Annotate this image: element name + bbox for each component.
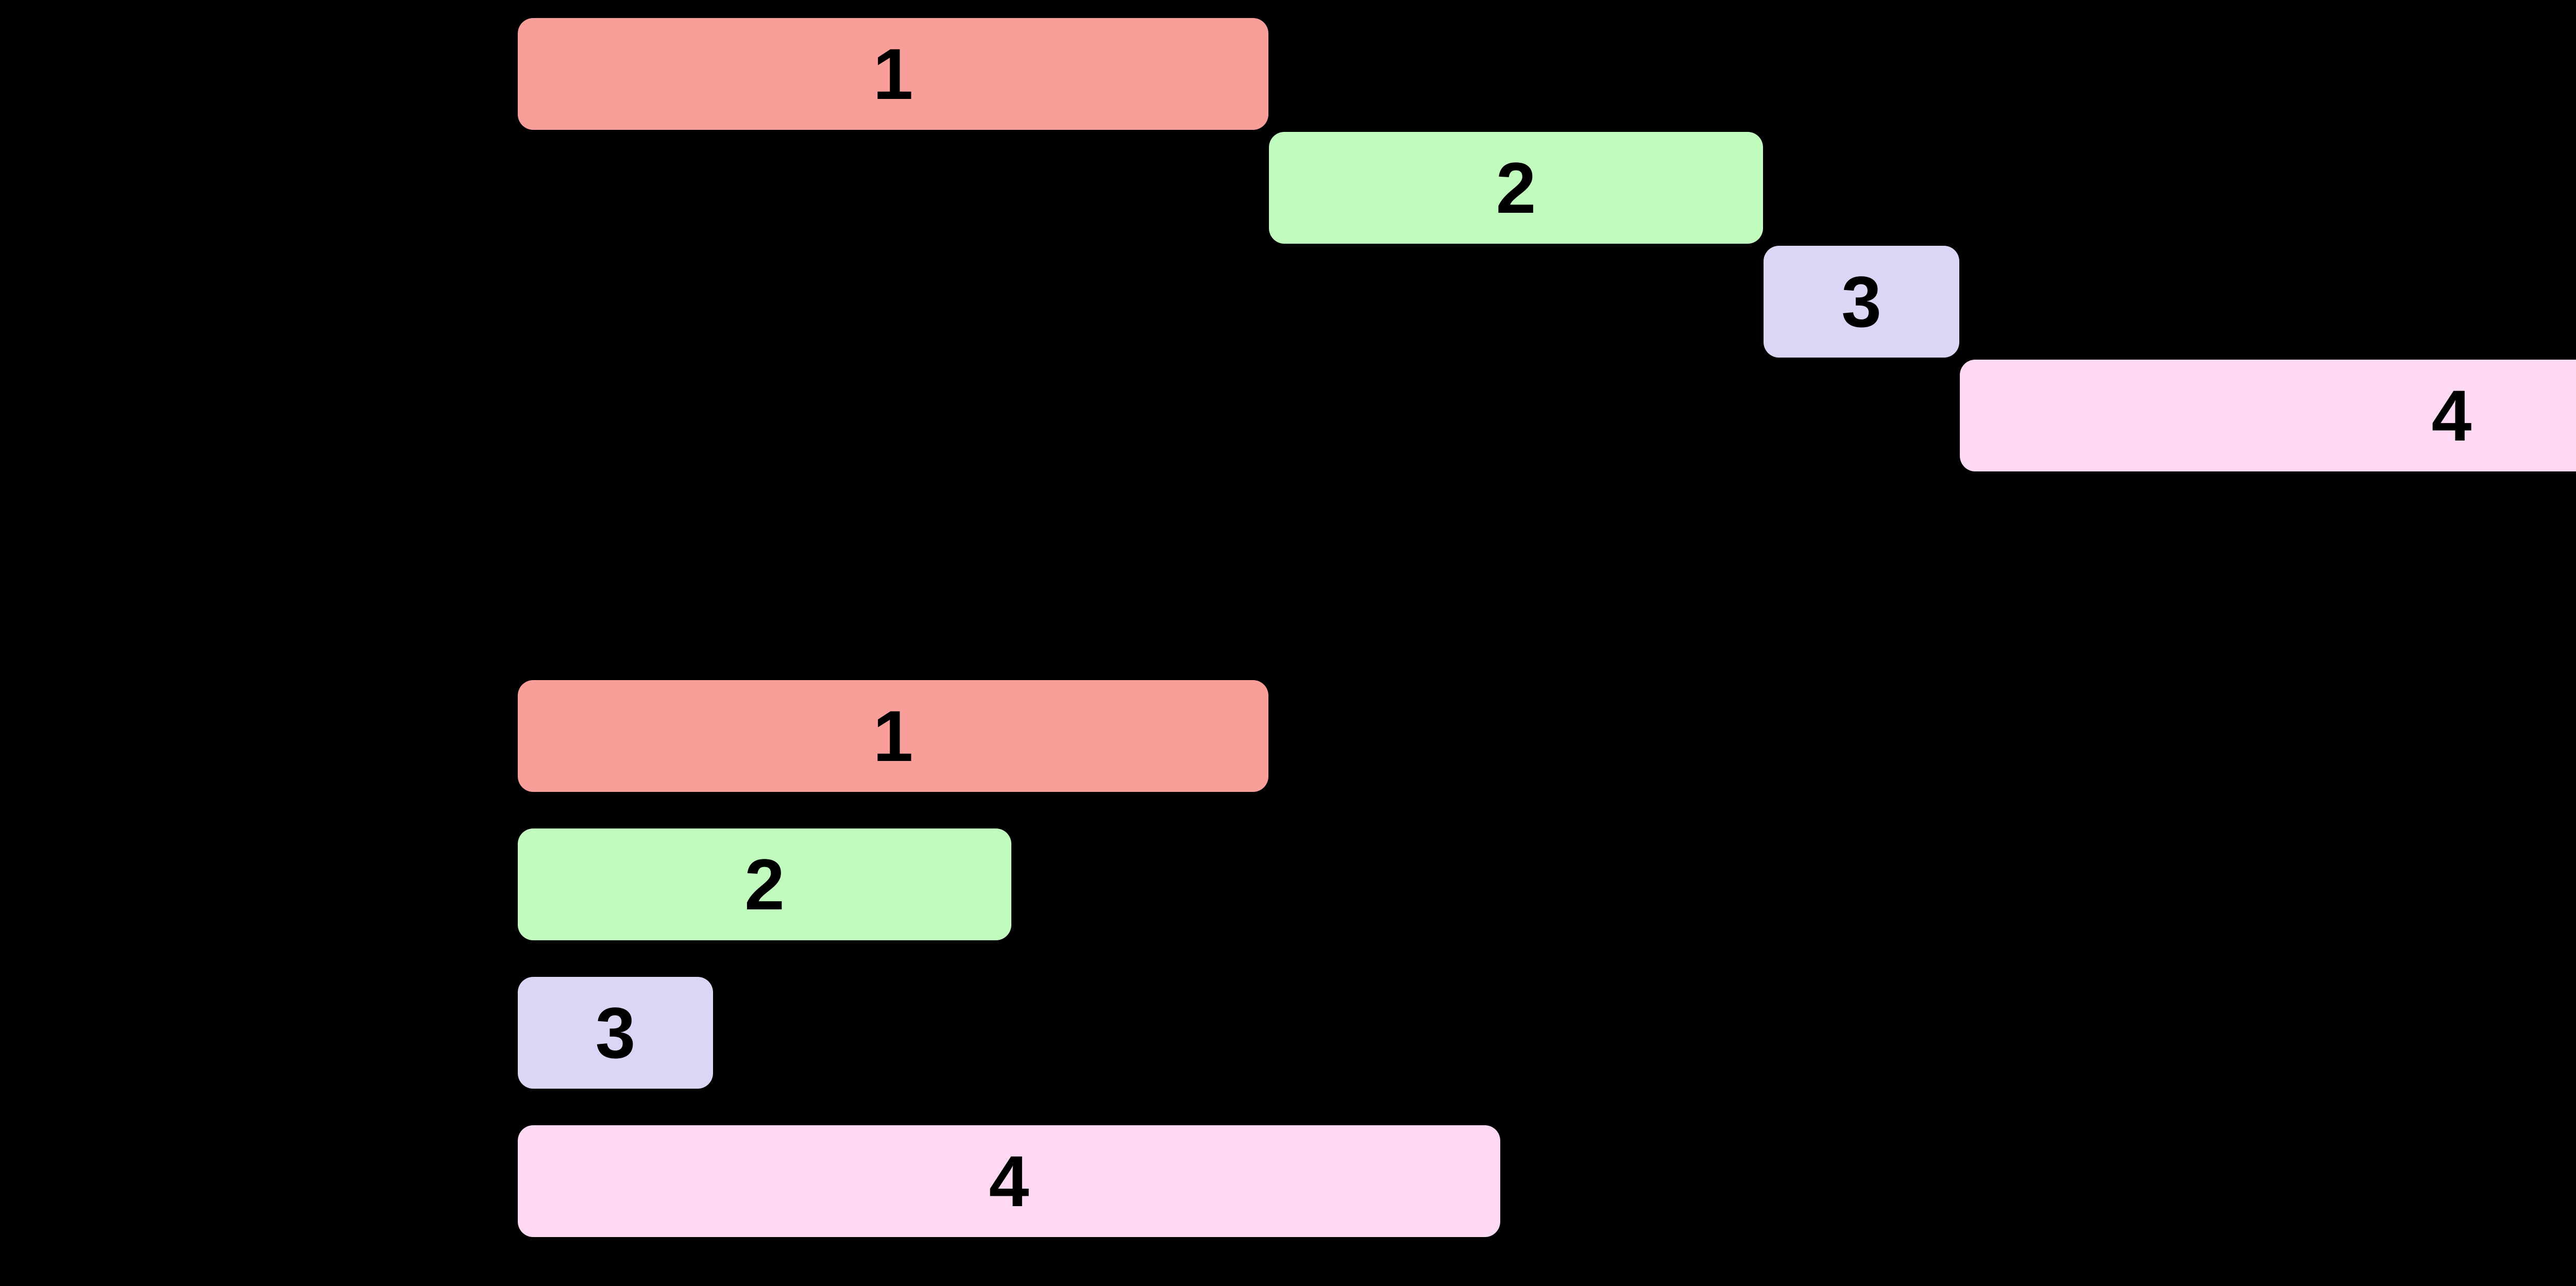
task-bar-parallel-aligned-1: 1 [518, 680, 1268, 792]
task-bar-sequential-staircase-1: 1 [518, 18, 1268, 130]
task-bar-label: 4 [989, 1140, 1029, 1222]
task-bar-label: 2 [1496, 147, 1536, 228]
task-bar-sequential-staircase-3: 3 [1764, 246, 1959, 358]
task-bar-label: 1 [873, 33, 913, 114]
task-bar-parallel-aligned-3: 3 [518, 977, 713, 1089]
task-bar-label: 3 [1841, 261, 1882, 342]
task-bar-parallel-aligned-2: 2 [518, 828, 1011, 940]
task-bar-label: 2 [744, 843, 785, 925]
task-bar-sequential-staircase-4: 4 [1960, 360, 2576, 471]
task-bar-label: 1 [873, 695, 913, 776]
task-bar-sequential-staircase-2: 2 [1269, 132, 1763, 244]
task-bar-label: 3 [595, 992, 636, 1073]
task-bar-label: 4 [2431, 375, 2472, 456]
task-bar-parallel-aligned-4: 4 [518, 1125, 1500, 1237]
